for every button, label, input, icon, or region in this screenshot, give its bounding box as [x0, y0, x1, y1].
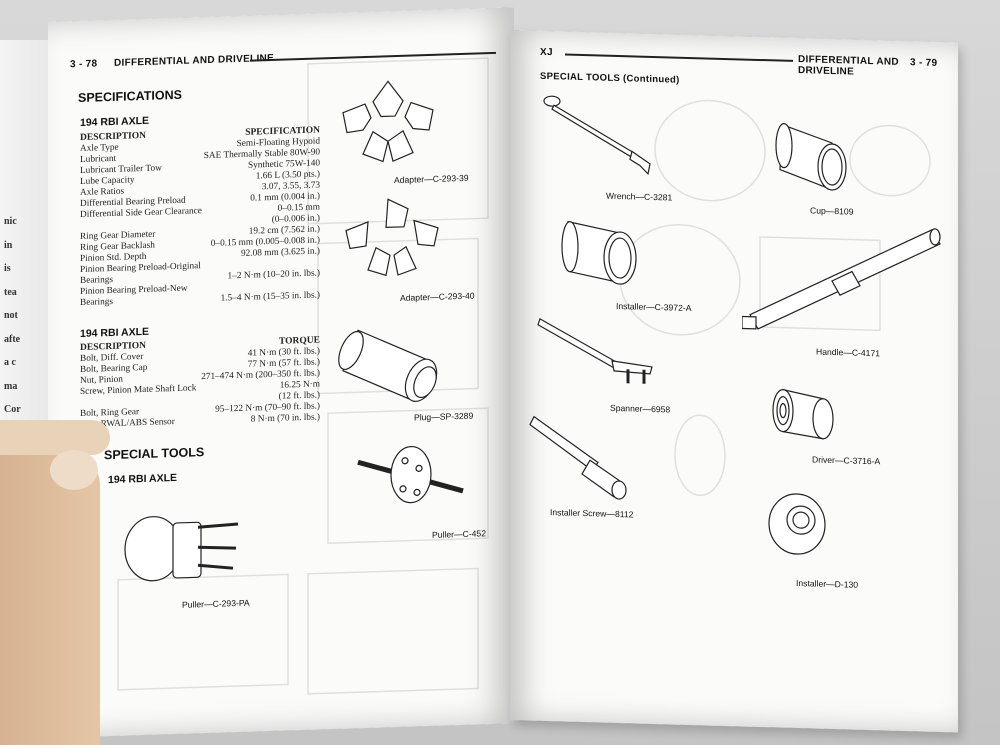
- adapter-40-drawing: [345, 198, 439, 277]
- fragment: in: [4, 239, 13, 251]
- handle-drawing: [742, 228, 941, 330]
- fragment: nic: [4, 216, 17, 227]
- puller-pa-drawing: [124, 516, 239, 582]
- hand: [0, 455, 100, 745]
- fragment: afte: [4, 333, 21, 345]
- caption: Handle—C-4171: [816, 346, 881, 359]
- adapter-39-drawing: [342, 80, 434, 163]
- driver-drawing: [772, 388, 834, 440]
- row-description: Lube Capacity: [80, 175, 135, 187]
- fragment: a c: [4, 357, 16, 368]
- caption: Puller—C-293-PA: [182, 597, 250, 610]
- puller-452-drawing: [357, 445, 464, 504]
- caption: Plug—SP-3289: [414, 410, 474, 423]
- caption: Installer—D-130: [796, 577, 859, 590]
- fragment: not: [4, 310, 18, 321]
- spanner-drawing: [537, 317, 653, 384]
- caption: Cup—8109: [810, 205, 854, 217]
- right-page: XJ DIFFERENTIAL AND DRIVELINE 3 - 79 SPE…: [510, 30, 958, 733]
- model-code: XJ: [540, 46, 553, 59]
- installer-screw-drawing: [529, 415, 627, 500]
- fragment: Cor: [4, 404, 21, 415]
- plug-drawing: [338, 329, 438, 402]
- page-number: 3 - 79: [910, 57, 938, 69]
- caption: Wrench—C-3281: [606, 190, 673, 203]
- fragment: tea: [4, 286, 17, 298]
- thumbnail-nail: [50, 450, 98, 490]
- fragment: is: [4, 263, 11, 274]
- installer-3972-drawing: [561, 220, 637, 285]
- row-value: 8 N·m (70 in. lbs.): [250, 412, 320, 425]
- wrench-drawing: [543, 95, 651, 176]
- axle-heading: 194 RBI AXLE: [80, 325, 150, 340]
- axle-heading: 194 RBI AXLE: [80, 114, 150, 129]
- row-description: Bearings: [80, 296, 114, 308]
- axle-heading: 194 RBI AXLE: [108, 471, 178, 487]
- caption: Puller—C-452: [432, 528, 486, 540]
- left-page: 3 - 78 DIFFERENTIAL AND DRIVELINE SPECIF…: [48, 7, 514, 739]
- thumb: [0, 420, 110, 455]
- fragment: ma: [4, 380, 18, 392]
- installer-d130-drawing: [768, 493, 826, 555]
- cup-drawing: [775, 123, 847, 191]
- caption: Driver—C-3716-A: [812, 454, 881, 467]
- page-number: 3 - 78: [70, 58, 98, 71]
- bleed-through-drawings: [619, 99, 931, 497]
